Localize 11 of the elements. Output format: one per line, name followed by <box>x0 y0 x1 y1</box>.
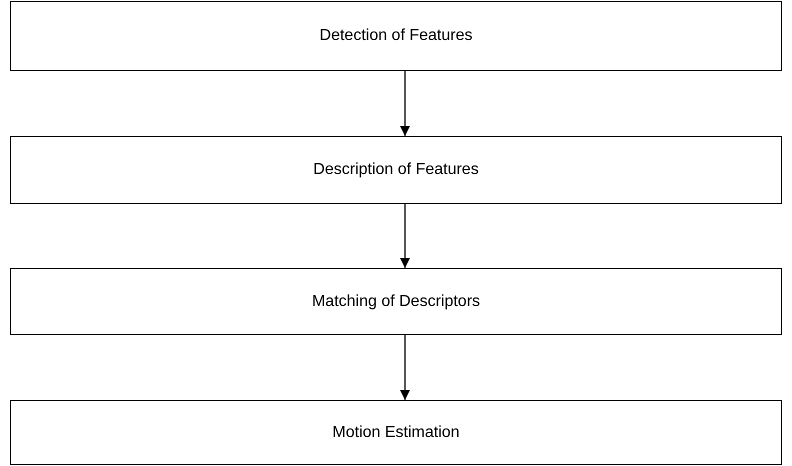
process-box <box>10 400 782 465</box>
arrow <box>400 71 410 136</box>
process-box <box>10 136 782 204</box>
process-box <box>10 1 782 71</box>
box-label: Detection of Features <box>320 27 472 45</box>
arrow <box>400 204 410 268</box>
arrow <box>400 335 410 400</box>
process-box <box>10 268 782 335</box>
box-label: Description of Features <box>313 161 479 179</box>
box-label: Motion Estimation <box>332 424 460 442</box>
box-label: Matching of Descriptors <box>312 292 480 310</box>
